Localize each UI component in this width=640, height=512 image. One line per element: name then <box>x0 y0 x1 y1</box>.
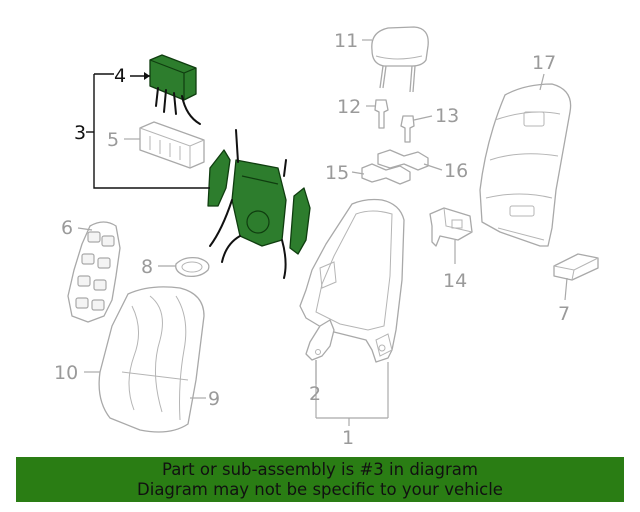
callout-11: 11 <box>334 30 358 52</box>
callout-13: 13 <box>435 105 459 127</box>
banner-line-2: Diagram may not be specific to your vehi… <box>137 480 503 499</box>
seat-cushion[interactable] <box>98 286 205 433</box>
callout-7: 7 <box>558 303 570 325</box>
callout-4: 4 <box>114 65 126 87</box>
notice-banner: Part or sub-assembly is #3 in diagram Di… <box>16 457 624 502</box>
callout-15: 15 <box>325 162 349 184</box>
callout-8: 8 <box>141 256 153 278</box>
callout-12: 12 <box>337 96 361 118</box>
seat-back-panel[interactable] <box>479 83 572 247</box>
callout-6: 6 <box>61 217 73 239</box>
callout-16: 16 <box>444 160 468 182</box>
callout-labels: 1 2 3 4 5 6 7 8 9 10 11 12 13 14 15 16 1… <box>54 30 570 449</box>
callout-2: 2 <box>309 383 321 405</box>
module-5[interactable] <box>139 121 205 169</box>
module-4-highlighted[interactable] <box>149 54 201 125</box>
callout-9: 9 <box>208 388 220 410</box>
actuator-14[interactable] <box>429 207 473 247</box>
callout-14: 14 <box>443 270 467 292</box>
headrest-part[interactable] <box>371 26 429 93</box>
callout-10: 10 <box>54 362 78 384</box>
bracket-15[interactable] <box>361 163 411 185</box>
banner-line-1: Part or sub-assembly is #3 in diagram <box>162 460 478 479</box>
headrest-guide-right[interactable] <box>400 115 415 143</box>
parts-diagram: 1 2 3 4 5 6 7 8 9 10 11 12 13 14 15 16 1… <box>54 26 599 449</box>
module-7[interactable] <box>553 253 599 281</box>
callout-3: 3 <box>74 122 86 144</box>
callout-5: 5 <box>107 129 119 151</box>
callout-17: 17 <box>532 52 556 74</box>
lumbar-pad-6[interactable] <box>67 221 121 323</box>
harness-assembly-3-highlighted[interactable] <box>207 129 311 279</box>
switch-8[interactable] <box>175 256 210 278</box>
bracket-16[interactable] <box>377 149 429 171</box>
bracket-2[interactable] <box>305 319 335 361</box>
callout-1: 1 <box>342 427 354 449</box>
headrest-guide-left[interactable] <box>374 99 389 129</box>
leader-lines <box>77 39 568 426</box>
